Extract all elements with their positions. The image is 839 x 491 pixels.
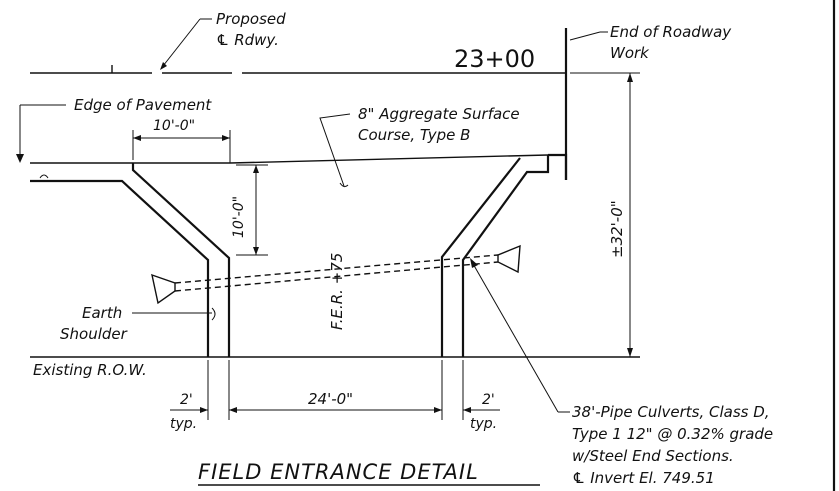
top-width-label: 10'-0" <box>153 118 195 134</box>
shoulder-label: Shoulder <box>60 325 128 343</box>
pipe-note-line2: Type 1 12" @ 0.32% grade <box>572 425 773 443</box>
fer-label: F.E.R. +75 <box>328 253 346 330</box>
station-label: 23+00 <box>454 45 535 73</box>
center-dim-label: 24'-0" <box>308 390 353 408</box>
pipe-culvert <box>151 244 521 305</box>
edge-pavement-label: Edge of Pavement <box>74 96 212 114</box>
edge-pavement-leader <box>16 104 66 163</box>
end-of-work-label-2: Work <box>610 44 650 62</box>
pipe-note-line1: 38'-Pipe Culverts, Class D, <box>572 403 770 421</box>
height-dimension <box>570 72 640 357</box>
existing-row-label: Existing R.O.W. <box>33 361 147 379</box>
proposed-label: Proposed <box>216 10 286 28</box>
pipe-note-line3: w/Steel End Sections. <box>572 447 734 465</box>
aggregate-type-label: Course, Type B <box>358 126 470 144</box>
roadway-centerline <box>30 65 566 74</box>
detail-title: FIELD ENTRANCE DETAIL <box>198 460 479 484</box>
left-typ-label: typ. <box>170 416 197 432</box>
proposed-rdwy-label: ℄ Rdwy. <box>216 31 279 49</box>
proposed-leader <box>160 18 212 70</box>
left-dim-label: 2' <box>180 392 193 408</box>
right-entrance-outline <box>440 153 568 357</box>
aggregate-leader <box>319 113 351 187</box>
right-dim-label: 2' <box>482 392 495 408</box>
height-dim-label: ±32'-0" <box>608 200 626 258</box>
right-typ-label: typ. <box>470 416 497 432</box>
earth-label: Earth <box>82 304 122 322</box>
vertical-dim-label: 10'-0" <box>231 196 247 238</box>
pipe-leader <box>471 261 559 413</box>
top-width-dimension <box>132 130 231 163</box>
bottom-dimensions <box>170 360 500 420</box>
end-of-work-label: End of Roadway <box>610 23 732 41</box>
aggregate-label: 8" Aggregate Surface <box>358 105 520 123</box>
left-entrance-outline <box>30 163 231 357</box>
road-edge-taper <box>229 154 549 164</box>
pipe-note-line4: ℄ Invert El. 749.51 <box>572 469 715 487</box>
vertical-dimension <box>236 164 268 256</box>
